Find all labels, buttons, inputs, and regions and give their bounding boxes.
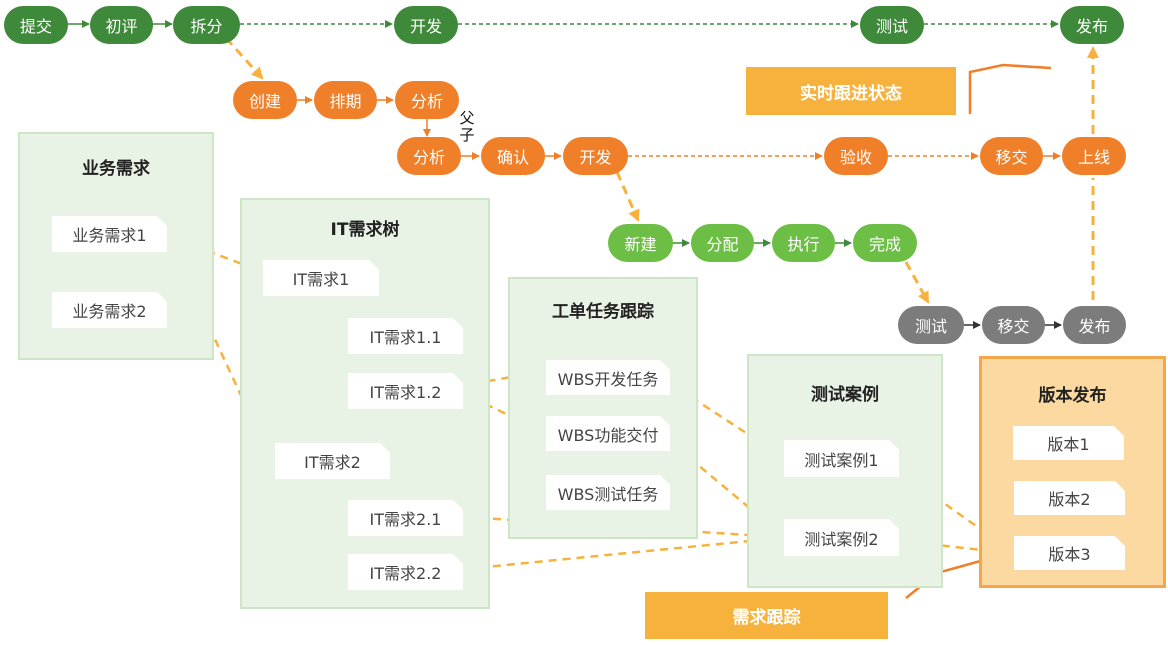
flow-node-analyze-top: 分析 bbox=[395, 81, 459, 119]
flow-node-label: 分析 bbox=[412, 148, 445, 167]
card-label: WBS开发任务 bbox=[557, 369, 659, 389]
test-case-2: 测试案例2 bbox=[784, 519, 899, 556]
flow-node-label: 分配 bbox=[706, 235, 739, 254]
flow-node-assign: 分配 bbox=[691, 224, 754, 262]
flow-node-confirm: 确认 bbox=[481, 137, 545, 175]
flow-node-develop-mid: 开发 bbox=[563, 137, 628, 175]
flow-node-handover: 移交 bbox=[980, 137, 1043, 175]
business-req-2: 业务需求2 bbox=[52, 292, 167, 328]
flow-node-label: 排期 bbox=[329, 92, 362, 111]
flow-node-label: 测试 bbox=[875, 17, 908, 36]
card-label: 版本1 bbox=[1047, 435, 1090, 454]
banner-label: 需求跟踪 bbox=[732, 608, 801, 628]
card-label: 测试案例1 bbox=[804, 450, 879, 470]
child-char: 子 bbox=[459, 126, 475, 144]
flow-node-label: 上线 bbox=[1077, 148, 1110, 167]
banner-realtime-tracking: 实时跟进状态 bbox=[746, 67, 956, 115]
flow-node-label: 拆分 bbox=[190, 17, 223, 36]
card-label: 业务需求1 bbox=[72, 226, 147, 245]
req-flow-connectors bbox=[297, 96, 1061, 160]
flow-node-execute: 执行 bbox=[772, 224, 835, 262]
card-label: 业务需求2 bbox=[72, 302, 147, 321]
test-case-panel-title: 测试案例 bbox=[811, 385, 879, 405]
card-label: IT需求2 bbox=[304, 453, 361, 472]
flow-node-new: 新建 bbox=[608, 224, 673, 262]
it-req-2-2: IT需求2.2 bbox=[348, 554, 463, 590]
version-3: 版本3 bbox=[1014, 536, 1125, 570]
it-req-2: IT需求2 bbox=[275, 443, 390, 479]
flow-node-label: 初评 bbox=[105, 17, 138, 36]
wbs-delivery: WBS功能交付 bbox=[546, 416, 670, 451]
business-panel-title: 业务需求 bbox=[82, 159, 150, 179]
flow-node-create: 创建 bbox=[233, 81, 297, 119]
card-label: WBS测试任务 bbox=[557, 484, 659, 504]
flow-node-schedule: 排期 bbox=[314, 81, 377, 119]
flow-node-analyze: 分析 bbox=[397, 137, 461, 175]
flow-node-handover-gray: 移交 bbox=[982, 306, 1045, 344]
card-label: IT需求2.1 bbox=[369, 510, 442, 529]
banner-req-tracking: 需求跟踪 bbox=[645, 592, 888, 639]
card-label: 测试案例2 bbox=[804, 529, 879, 549]
card-label: WBS功能交付 bbox=[557, 425, 659, 445]
flow-node-label: 发布 bbox=[1078, 317, 1111, 336]
card-label: IT需求1.1 bbox=[369, 328, 442, 347]
flow-node-accept: 验收 bbox=[824, 137, 888, 175]
flow-node-label: 开发 bbox=[409, 17, 442, 36]
flow-node-test: 测试 bbox=[860, 6, 924, 44]
flow-node-test-gray: 测试 bbox=[898, 306, 964, 344]
flow-node-label: 移交 bbox=[995, 148, 1028, 167]
flow-node-label: 测试 bbox=[914, 317, 947, 336]
it-req-1-2: IT需求1.2 bbox=[348, 373, 463, 409]
flow-node-label: 确认 bbox=[496, 148, 529, 167]
stage-transitions bbox=[224, 36, 1099, 304]
flow-node-go-live: 上线 bbox=[1062, 137, 1126, 175]
flow-node-split: 拆分 bbox=[173, 6, 240, 44]
wbs-test-task: WBS测试任务 bbox=[546, 475, 670, 510]
version-1: 版本1 bbox=[1013, 426, 1124, 460]
flow-node-label: 执行 bbox=[787, 235, 820, 254]
flow-node-label: 提交 bbox=[19, 17, 52, 36]
flow-node-label: 验收 bbox=[839, 148, 872, 167]
wbs-dev-task: WBS开发任务 bbox=[546, 360, 670, 395]
flow-node-label: 分析 bbox=[410, 92, 443, 111]
it-tree-panel-title: IT需求树 bbox=[330, 220, 400, 240]
it-req-2-1: IT需求2.1 bbox=[348, 500, 463, 536]
flow-node-initial-review: 初评 bbox=[90, 6, 153, 44]
flow-node-label: 新建 bbox=[624, 235, 657, 254]
parent-child-label: 父 子 bbox=[458, 110, 476, 144]
version-panel-title: 版本发布 bbox=[1038, 386, 1107, 406]
business-req-1: 业务需求1 bbox=[52, 216, 167, 252]
flow-node-label: 开发 bbox=[579, 148, 612, 167]
flow-node-develop: 开发 bbox=[394, 6, 458, 44]
parent-char: 父 bbox=[459, 109, 475, 127]
flow-node-label: 完成 bbox=[868, 235, 901, 254]
card-label: 版本3 bbox=[1048, 545, 1091, 564]
banner-label: 实时跟进状态 bbox=[800, 83, 902, 104]
flow-node-release: 发布 bbox=[1060, 6, 1124, 44]
flow-node-submit: 提交 bbox=[4, 6, 68, 44]
flow-node-complete: 完成 bbox=[853, 224, 917, 262]
card-label: IT需求1.2 bbox=[369, 383, 442, 402]
flow-node-label: 移交 bbox=[997, 317, 1030, 336]
test-case-1: 测试案例1 bbox=[784, 440, 899, 477]
it-req-1: IT需求1 bbox=[263, 260, 379, 296]
flow-node-label: 创建 bbox=[248, 92, 281, 111]
flow-node-label: 发布 bbox=[1075, 17, 1108, 36]
it-req-1-1: IT需求1.1 bbox=[348, 318, 463, 354]
work-order-panel-title: 工单任务跟踪 bbox=[552, 302, 654, 322]
version-2: 版本2 bbox=[1014, 481, 1125, 515]
card-label: IT需求1 bbox=[292, 270, 350, 289]
card-label: IT需求2.2 bbox=[369, 564, 442, 583]
flow-node-release-gray: 发布 bbox=[1063, 306, 1126, 344]
card-label: 版本2 bbox=[1048, 490, 1091, 509]
